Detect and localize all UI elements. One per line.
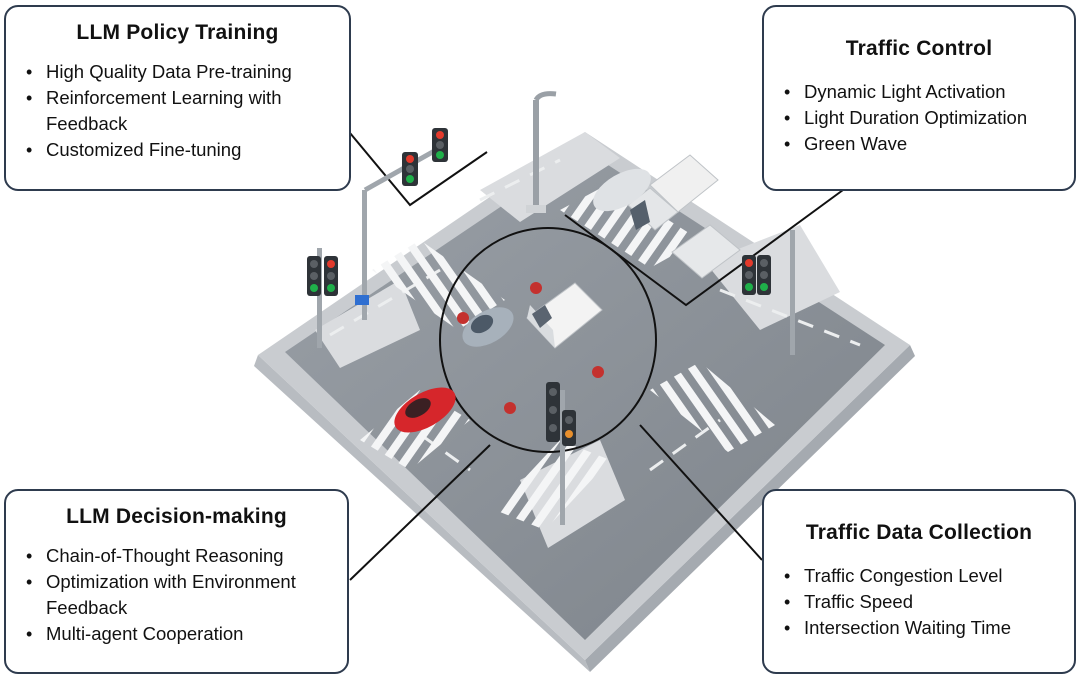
traffic-light-right [742, 230, 795, 355]
list-item: Optimization with Environment Feedback [24, 569, 329, 621]
item-list: Dynamic Light Activation Light Duration … [782, 79, 1056, 157]
connector-lines [349, 132, 844, 581]
silver-car [462, 307, 514, 347]
panel-traffic-control: Traffic Control Dynamic Light Activation… [762, 5, 1076, 191]
truck [627, 154, 719, 231]
panel-traffic-data-collection: Traffic Data Collection Traffic Congesti… [762, 489, 1076, 674]
item-list: Traffic Congestion Level Traffic Speed I… [782, 563, 1056, 641]
list-item: Intersection Waiting Time [782, 615, 1056, 641]
white-van [526, 282, 603, 349]
red-car [394, 387, 456, 433]
traffic-light-left [307, 248, 369, 348]
item-list: High Quality Data Pre-training Reinforce… [24, 59, 331, 163]
list-item: High Quality Data Pre-training [24, 59, 331, 85]
list-item: Dynamic Light Activation [782, 79, 1056, 105]
item-list: Chain-of-Thought Reasoning Optimization … [24, 543, 329, 647]
panel-title: Traffic Data Collection [805, 521, 1033, 544]
list-item: Multi-agent Cooperation [24, 621, 329, 647]
focus-circle [439, 227, 657, 453]
street-lamp [526, 91, 557, 213]
list-item: Chain-of-Thought Reasoning [24, 543, 329, 569]
list-item: Customized Fine-tuning [24, 137, 331, 163]
panel-llm-decision-making: LLM Decision-making Chain-of-Thought Rea… [4, 489, 349, 674]
list-item: Traffic Congestion Level [782, 563, 1056, 589]
list-item: Traffic Speed [782, 589, 1056, 615]
list-item: Light Duration Optimization [782, 105, 1056, 131]
platform-base [254, 345, 915, 672]
box-truck-rear [671, 224, 741, 279]
traffic-light-top [362, 128, 448, 320]
panel-llm-policy-training: LLM Policy Training High Quality Data Pr… [4, 5, 351, 191]
panel-title: Traffic Control [845, 37, 993, 60]
traffic-light-center [546, 382, 576, 525]
list-item: Green Wave [782, 131, 1056, 157]
list-item: Reinforcement Learning with Feedback [24, 85, 331, 137]
parked-car [593, 168, 651, 212]
panel-title: LLM Policy Training [76, 21, 279, 44]
motorcycles [457, 282, 604, 414]
panel-title: LLM Decision-making [66, 505, 287, 528]
